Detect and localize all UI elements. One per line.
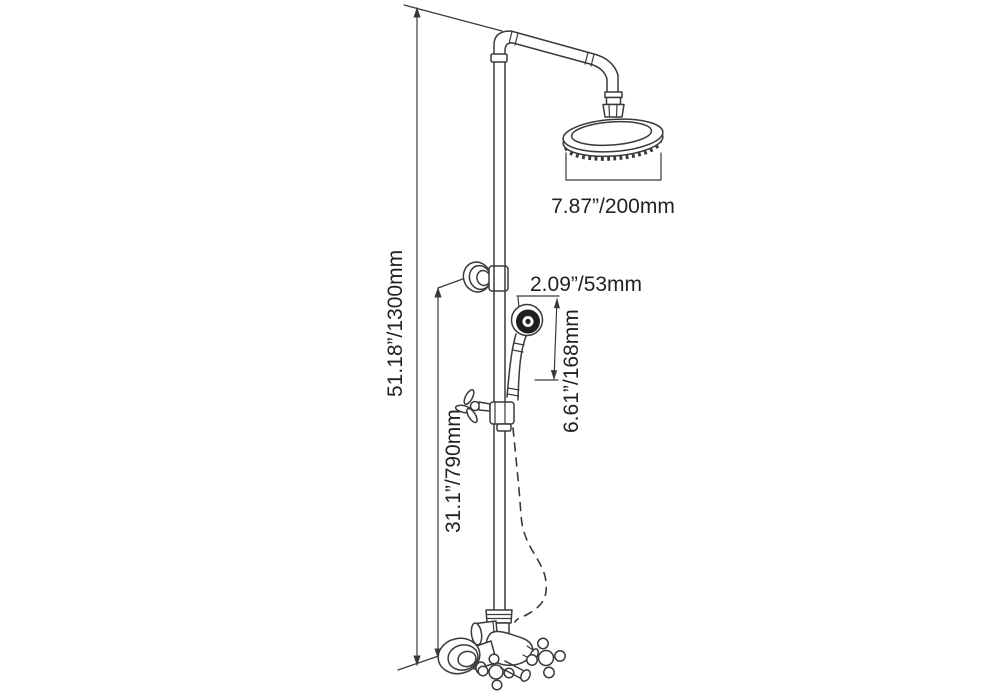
handle-lobe bbox=[543, 666, 555, 679]
handle-lobe bbox=[526, 654, 538, 666]
connector-neck bbox=[605, 96, 622, 106]
spout-bottom-edge bbox=[500, 667, 523, 680]
arrow-down-icon bbox=[550, 370, 558, 380]
holder-collar bbox=[489, 401, 515, 425]
extension-line-top bbox=[403, 4, 503, 32]
holder-lower-cap bbox=[496, 423, 512, 432]
riser-coupling-ring bbox=[490, 53, 508, 63]
dim-label-head-diameter: 7.87”/200mm bbox=[551, 195, 675, 218]
dim-label-lower-height: 31.1”/790mm bbox=[442, 409, 465, 533]
dimension-labels: 51.18”/1300mm 31.1”/790mm 6.61”/168mm 2.… bbox=[384, 195, 675, 533]
arm-joint-ring bbox=[584, 51, 595, 67]
hand-shower-holder bbox=[454, 389, 515, 432]
cross-handle-right bbox=[522, 637, 566, 679]
hand-shower-hose bbox=[512, 427, 548, 623]
shower-arm-outer-edge bbox=[493, 30, 619, 93]
shower-arm-body bbox=[494, 31, 618, 92]
spout-mouth bbox=[520, 669, 531, 682]
head-connector bbox=[602, 91, 625, 118]
arrow-up-icon bbox=[553, 298, 560, 309]
valve-flange-inner bbox=[457, 650, 477, 668]
handle-hub bbox=[488, 664, 504, 680]
arm-joint-ring bbox=[508, 30, 519, 46]
coupling-bands bbox=[486, 613, 512, 620]
connector-nut-facets bbox=[608, 104, 618, 118]
wing-knob-petal bbox=[463, 389, 475, 405]
connector-nut bbox=[602, 103, 625, 118]
wing-knob-hub bbox=[469, 400, 481, 412]
handle-lobe bbox=[491, 679, 503, 691]
head-inner-ring bbox=[570, 120, 653, 147]
arrow-up-icon bbox=[413, 7, 421, 18]
rain-shower-head bbox=[562, 118, 664, 161]
holder-pipe-lines bbox=[494, 401, 506, 425]
wing-knob-petal bbox=[466, 407, 478, 424]
connector-ring bbox=[604, 91, 623, 99]
hand-shower-handle-fill bbox=[507, 334, 526, 400]
dim-bracket-head-diameter bbox=[565, 152, 662, 181]
hand-shower bbox=[506, 303, 544, 401]
arrow-up-icon bbox=[434, 287, 442, 298]
wing-knob-stem bbox=[478, 401, 491, 412]
dim-label-total-height: 51.18”/1300mm bbox=[384, 250, 407, 397]
wall-mount-flange bbox=[462, 261, 509, 293]
handle-hub bbox=[537, 649, 555, 667]
handle-lobe bbox=[488, 653, 500, 665]
valve-assembly bbox=[437, 609, 566, 691]
hand-shower-face-dot bbox=[525, 318, 531, 325]
spout-top-edge bbox=[504, 660, 527, 673]
tub-spout bbox=[500, 660, 531, 682]
dim-label-hand-shower-width: 2.09”/53mm bbox=[530, 273, 642, 296]
dim-line-hand-length bbox=[553, 298, 558, 380]
shower-arm-inner-edge bbox=[504, 42, 608, 93]
cross-handle-left bbox=[475, 653, 515, 691]
handle-lobe bbox=[554, 650, 566, 662]
handle-left-edge bbox=[506, 333, 517, 398]
shower-arm bbox=[490, 30, 619, 93]
dim-label-hand-shower-length: 6.61”/168mm bbox=[560, 309, 583, 433]
handle-lobe bbox=[477, 665, 489, 677]
dimension-lines bbox=[397, 4, 662, 671]
handle-rings bbox=[506, 342, 525, 397]
arrow-down-icon bbox=[413, 655, 421, 666]
riser-pipe bbox=[493, 57, 506, 613]
handle-lobe bbox=[537, 637, 549, 650]
handle-right-edge bbox=[517, 335, 527, 401]
